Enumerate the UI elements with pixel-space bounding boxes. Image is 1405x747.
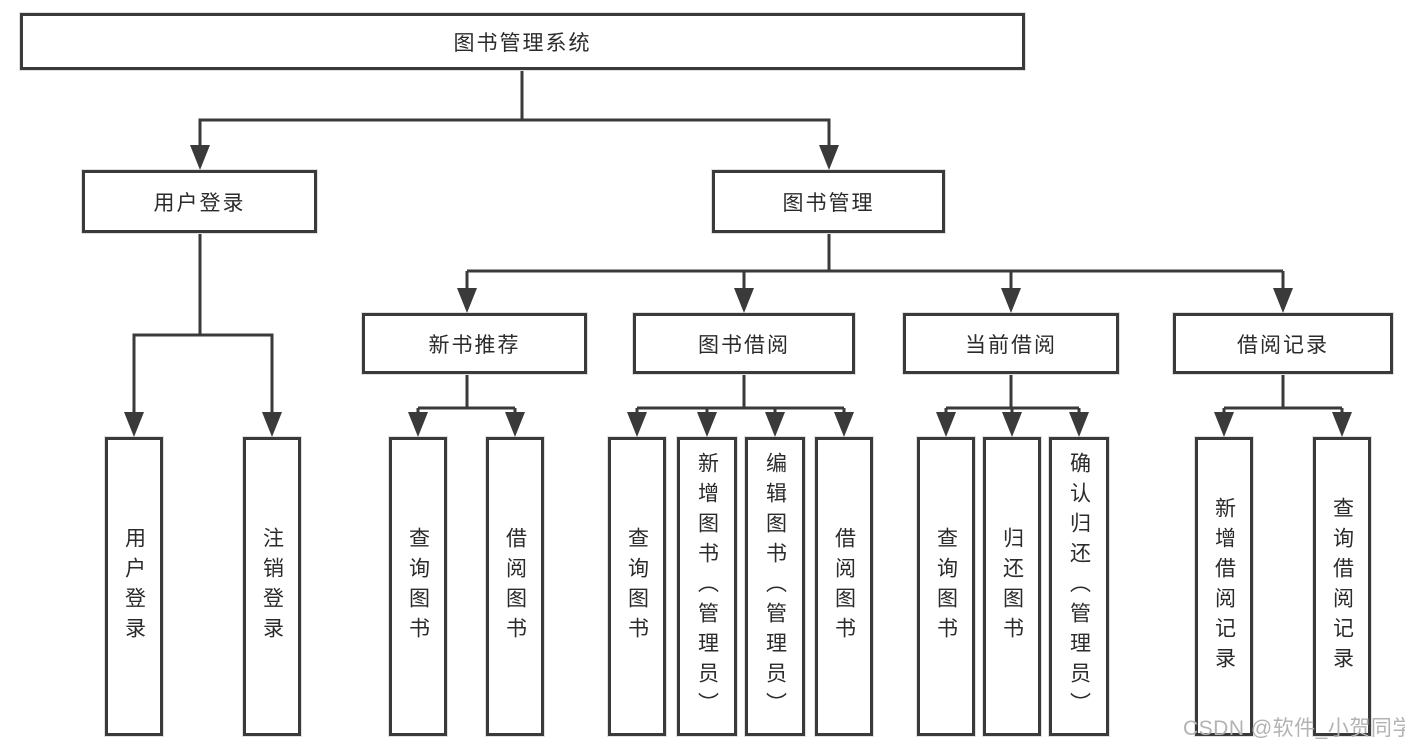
- node-current-borrow-label: 当前借阅: [965, 333, 1057, 357]
- leaf-user-login: 用户登录: [105, 437, 163, 736]
- node-borrow-records-label: 借阅记录: [1237, 333, 1329, 357]
- leaf-borrow-add-label: 新增图书（管理员）: [695, 451, 719, 722]
- node-user-login: 用户登录: [82, 170, 317, 233]
- connector-login-to-leaves: [132, 234, 274, 433]
- leaf-current-confirm-label: 确认归还（管理员）: [1067, 451, 1091, 722]
- leaf-records-add-label: 新增借阅记录: [1212, 496, 1236, 677]
- leaf-borrow-borrow: 借阅图书: [815, 437, 873, 736]
- leaf-newbook-query: 查询图书: [389, 437, 447, 736]
- node-root: 图书管理系统: [20, 13, 1025, 70]
- leaf-current-return: 归还图书: [983, 437, 1041, 736]
- node-book-mgmt: 图书管理: [712, 170, 945, 233]
- leaf-borrow-borrow-label: 借阅图书: [832, 526, 856, 647]
- connector-root-to-level2: [198, 71, 831, 166]
- connector-records-to-leaves: [1222, 375, 1344, 433]
- leaf-logout: 注销登录: [243, 437, 301, 736]
- node-book-mgmt-label: 图书管理: [782, 191, 875, 215]
- leaf-current-query-label: 查询图书: [934, 526, 958, 647]
- leaf-records-query-label: 查询借阅记录: [1330, 496, 1354, 677]
- connector-borrow-to-leaves: [635, 375, 846, 433]
- node-user-login-label: 用户登录: [153, 191, 246, 215]
- arrowheads: [124, 145, 1352, 437]
- node-new-book: 新书推荐: [362, 313, 587, 374]
- leaf-newbook-query-label: 查询图书: [406, 526, 430, 647]
- node-new-book-label: 新书推荐: [428, 333, 521, 357]
- node-borrow-records: 借阅记录: [1173, 313, 1393, 374]
- connector-mgmt-to-level3: [465, 234, 1285, 309]
- leaf-records-add: 新增借阅记录: [1195, 437, 1253, 736]
- node-current-borrow: 当前借阅: [903, 313, 1119, 374]
- leaf-newbook-borrow-label: 借阅图书: [503, 526, 527, 647]
- leaf-borrow-add: 新增图书（管理员）: [677, 437, 737, 736]
- leaf-records-query: 查询借阅记录: [1313, 437, 1371, 736]
- csdn-watermark: CSDN @软件_小贺同学: [1183, 717, 1405, 740]
- leaf-user-login-label: 用户登录: [122, 526, 146, 647]
- leaf-current-query: 查询图书: [917, 437, 975, 736]
- node-book-borrow-label: 图书借阅: [698, 333, 790, 357]
- node-root-label: 图书管理系统: [453, 31, 592, 55]
- connector-newbook-to-leaves: [416, 375, 517, 433]
- leaf-current-return-label: 归还图书: [1000, 526, 1024, 647]
- leaf-current-confirm: 确认归还（管理员）: [1049, 437, 1109, 736]
- leaf-borrow-query: 查询图书: [608, 437, 666, 736]
- node-book-borrow: 图书借阅: [633, 313, 855, 374]
- leaf-borrow-edit: 编辑图书（管理员）: [745, 437, 805, 736]
- leaf-borrow-edit-label: 编辑图书（管理员）: [763, 451, 787, 722]
- leaf-logout-label: 注销登录: [260, 526, 284, 647]
- leaf-borrow-query-label: 查询图书: [625, 526, 649, 647]
- leaf-newbook-borrow: 借阅图书: [486, 437, 544, 736]
